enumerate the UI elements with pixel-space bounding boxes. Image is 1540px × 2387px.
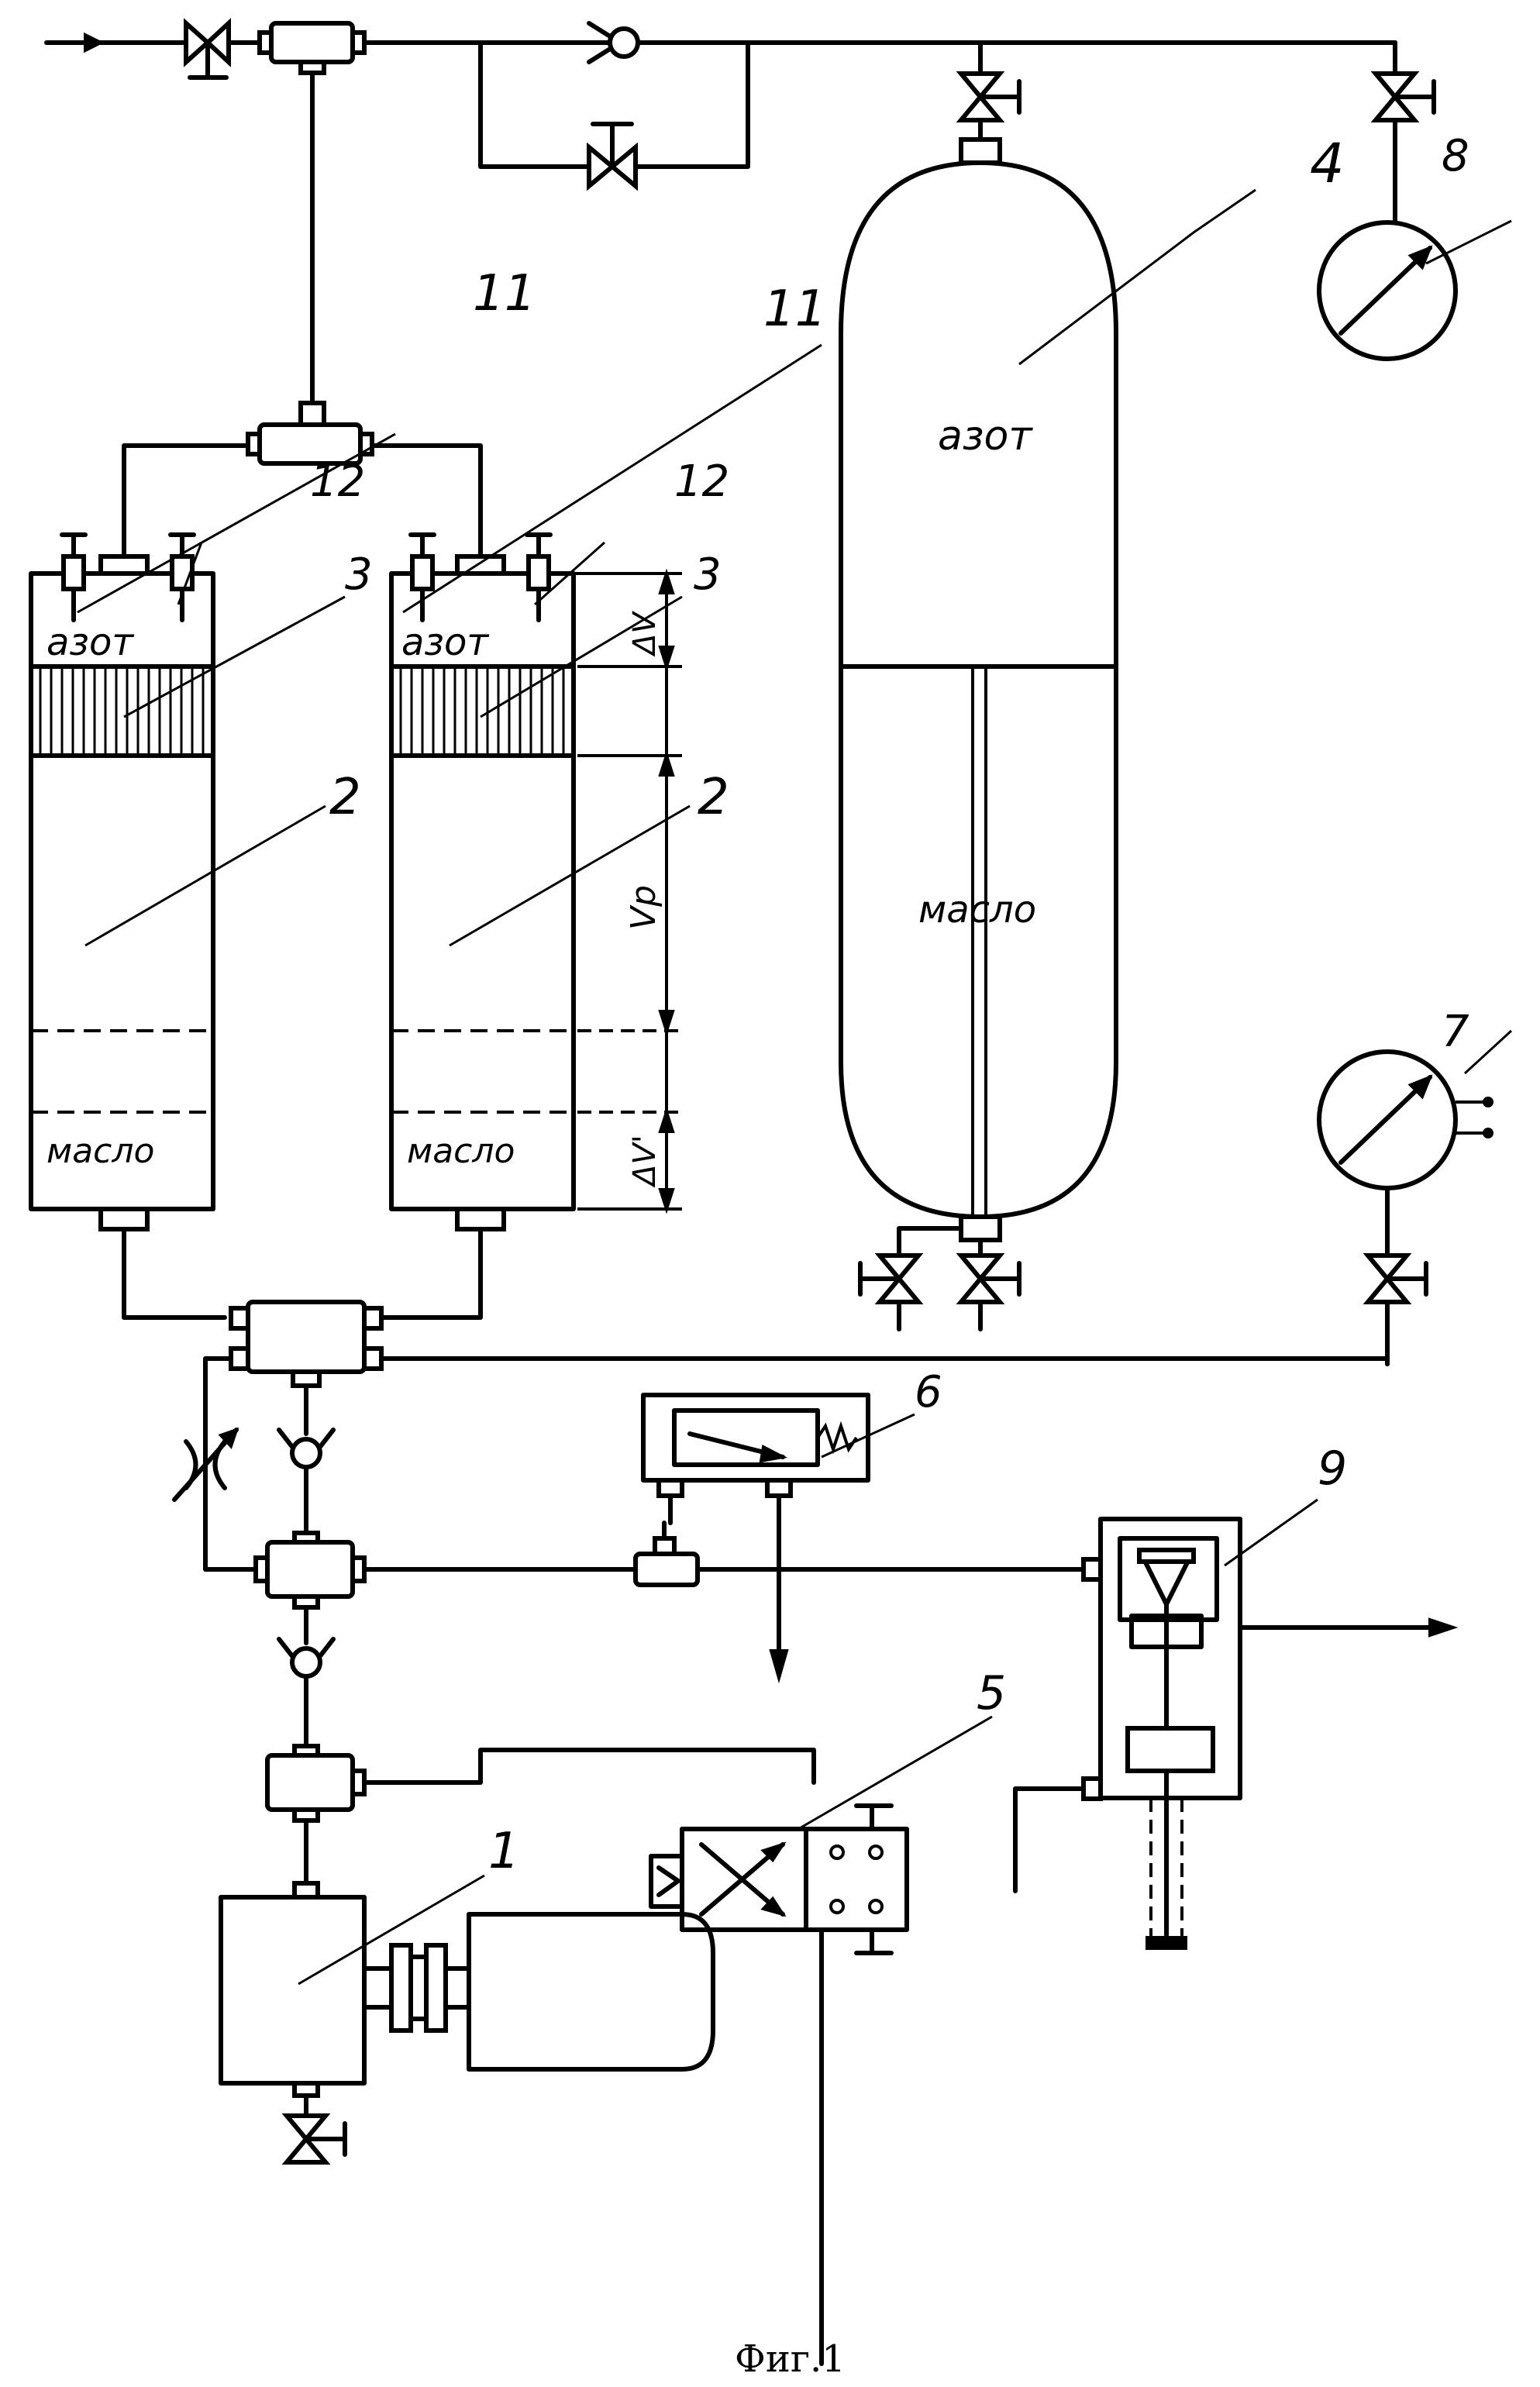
callout-11-right: 11 bbox=[763, 281, 826, 338]
callout-8: 8 bbox=[1442, 131, 1469, 181]
pressure-gauge-7 bbox=[1319, 1052, 1493, 1256]
check-valve-upper bbox=[279, 1386, 333, 1542]
gauge-8-valve bbox=[1376, 74, 1434, 225]
right-oil-label: масло bbox=[407, 1132, 515, 1171]
bypass-loop bbox=[481, 23, 748, 186]
dim-delta-v-prime: ΔV' bbox=[627, 1135, 663, 1188]
vessel-bottom-valves bbox=[860, 1228, 1019, 1329]
valve-9 bbox=[1015, 1519, 1453, 1948]
vessel-oil-label: масло bbox=[918, 888, 1036, 932]
pump-1 bbox=[221, 1883, 713, 2162]
callout-11-left: 11 bbox=[473, 265, 536, 322]
top-tee bbox=[260, 23, 364, 403]
inlet-valve bbox=[186, 23, 229, 78]
relief-valve-6 bbox=[636, 1395, 868, 1678]
dim-delta-v: ΔV bbox=[627, 611, 663, 657]
left-nitrogen-label: азот bbox=[47, 621, 135, 664]
manifold bbox=[205, 1302, 1387, 1569]
callout-4: 4 bbox=[1310, 132, 1345, 195]
vessel-top-valve bbox=[961, 43, 1019, 163]
callout-12-left: 12 bbox=[310, 456, 365, 507]
figure-caption: Фиг.1 bbox=[735, 2337, 846, 2381]
check-valve-lower bbox=[279, 1607, 333, 1755]
text-labels: азот масло азот азот масло масло 11 11 1… bbox=[47, 131, 1469, 2381]
callout-1: 1 bbox=[488, 1823, 520, 1880]
vessel-nitrogen-label: азот bbox=[938, 413, 1033, 460]
callout-3-right: 3 bbox=[694, 549, 722, 600]
callout-3-left: 3 bbox=[345, 549, 373, 600]
callout-2-left: 2 bbox=[329, 769, 361, 826]
callout-6: 6 bbox=[915, 1367, 942, 1417]
dim-vp: Vp bbox=[624, 885, 663, 930]
callout-5: 5 bbox=[977, 1666, 1006, 1720]
gauge-7-valve bbox=[1368, 1256, 1426, 1364]
callout-2-right: 2 bbox=[698, 769, 729, 826]
nitrogen-vessel-4 bbox=[841, 163, 1116, 1240]
callout-12-right: 12 bbox=[674, 456, 729, 507]
solenoid-valve-5 bbox=[651, 1806, 907, 2364]
lower-tee bbox=[267, 1746, 814, 1883]
supply-line bbox=[47, 35, 1395, 74]
left-oil-label: масло bbox=[47, 1132, 154, 1171]
right-nitrogen-label: азот bbox=[401, 621, 490, 664]
callout-7: 7 bbox=[1442, 1007, 1469, 1057]
callout-9: 9 bbox=[1318, 1442, 1347, 1496]
nitrogen-distribution bbox=[124, 403, 481, 566]
pressure-gauge-8 bbox=[1319, 222, 1456, 359]
